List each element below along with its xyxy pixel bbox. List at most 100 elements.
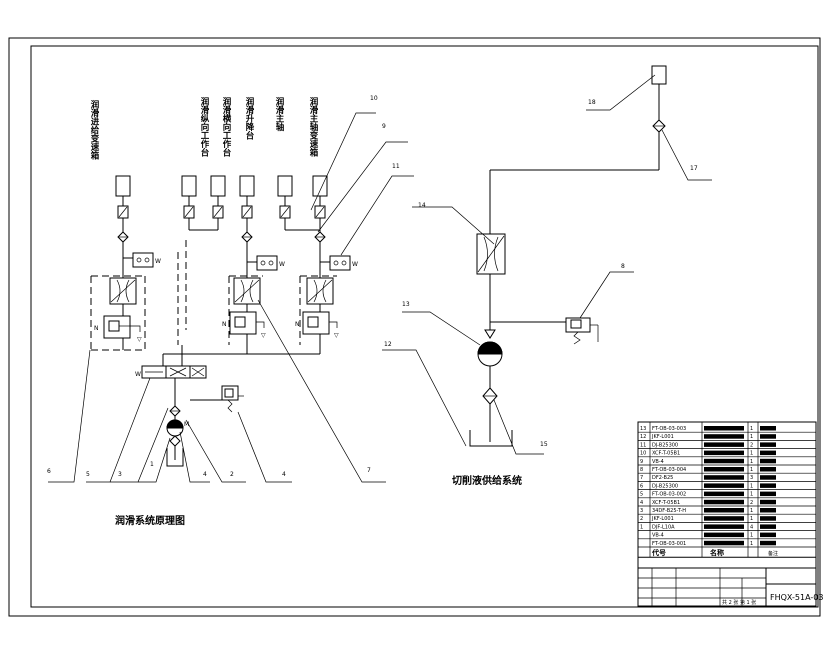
callout-4b: 4 <box>282 471 286 478</box>
lubrication-points <box>115 175 328 232</box>
part-qty: 1 <box>750 434 753 440</box>
coolant-caption: 切削液供给系统 <box>452 474 522 487</box>
callout-7: 7 <box>367 467 371 474</box>
part-material-filled <box>760 532 776 538</box>
pressure-switch-a <box>132 252 154 268</box>
part-qty: 2 <box>750 442 753 448</box>
pressure-switch-b <box>256 255 278 271</box>
part-qty: 1 <box>750 508 753 514</box>
part-code: FT-OB-03-003 <box>652 426 686 432</box>
part-no: 4 <box>640 500 643 506</box>
part-material-filled <box>760 524 776 529</box>
part-code: 34DF-B25-T-H <box>652 508 686 514</box>
part-code: DJ-B25300 <box>652 442 678 448</box>
callout-17: 17 <box>690 165 698 172</box>
part-no: 7 <box>640 475 643 481</box>
part-name-filled <box>704 434 744 439</box>
part-qty: 1 <box>750 533 753 539</box>
part-material-filled <box>760 442 776 447</box>
branch-filters <box>117 231 326 243</box>
part-material-filled <box>760 491 776 497</box>
svg-text:▽: ▽ <box>334 332 339 339</box>
part-material-filled <box>760 540 776 546</box>
part-qty: 1 <box>750 541 753 547</box>
part-code: XCF-T-05B1 <box>652 500 680 506</box>
callout-4a: 4 <box>203 471 207 478</box>
lube-reservoir <box>166 448 184 467</box>
part-name-filled <box>704 499 744 505</box>
label-longitudinal-table: 润滑纵向工作台 <box>199 96 209 157</box>
part-code: FT-OB-03-002 <box>652 492 686 498</box>
callout-1: 1 <box>150 461 154 468</box>
callout-14: 14 <box>418 202 426 209</box>
svg-text:W: W <box>155 258 161 265</box>
check-valves: N ▽ N ▽ N ▽ <box>94 304 339 343</box>
callout-13: 13 <box>402 301 410 308</box>
label-spindle-gearbox: 润滑主轴变速箱 <box>308 96 319 157</box>
svg-text:N: N <box>222 321 227 328</box>
part-no: 13 <box>640 426 646 432</box>
lubrication-caption: 润滑系统原理图 <box>115 514 185 527</box>
svg-text:▽: ▽ <box>261 332 266 339</box>
part-no: 12 <box>640 434 646 440</box>
coolant-tank <box>469 430 513 447</box>
drawing-number: FHQX-51A-03 <box>770 593 823 602</box>
pressure-switches: W W W <box>122 242 358 278</box>
inner-frame <box>30 45 819 608</box>
label-spindle: 润滑主轴 <box>274 96 284 132</box>
part-qty: 1 <box>750 467 753 473</box>
label-feed-gearbox: 润滑进给变速箱 <box>89 99 100 160</box>
throttle-a <box>109 277 137 305</box>
part-material-filled <box>760 475 776 480</box>
callout-8: 8 <box>621 263 625 270</box>
part-qty: 1 <box>750 451 753 457</box>
part-qty: 4 <box>750 524 753 530</box>
part-code: FT-OB-03-001 <box>652 541 686 547</box>
part-name-filled <box>704 532 744 538</box>
part-name-filled <box>704 458 744 464</box>
part-qty: 1 <box>750 516 753 522</box>
svg-text:W: W <box>135 371 141 378</box>
callout-9: 9 <box>382 123 386 130</box>
svg-text:N: N <box>295 321 300 328</box>
lube-point-4 <box>239 175 255 197</box>
svg-text:N: N <box>94 325 99 332</box>
part-material-filled <box>760 483 776 488</box>
part-code: JKF-L001 <box>651 434 674 440</box>
callout-2: 2 <box>230 471 234 478</box>
label-cross-table: 润滑横向工作台 <box>221 96 232 157</box>
coolant-system: 18 17 14 8 13 12 15 <box>382 65 712 455</box>
part-qty: 1 <box>750 459 753 465</box>
part-code: DF2-B25 <box>652 475 673 481</box>
part-name-filled <box>704 491 744 497</box>
part-no: 2 <box>640 516 643 522</box>
svg-text:▽: ▽ <box>137 336 142 343</box>
part-name-filled <box>704 450 744 456</box>
part-no: 10 <box>640 451 646 457</box>
part-qty: 1 <box>750 426 753 432</box>
part-no: 9 <box>640 459 643 465</box>
part-name-filled <box>704 483 744 488</box>
svg-text:W: W <box>279 261 285 268</box>
part-material-filled <box>760 508 776 513</box>
part-qty: 1 <box>750 483 753 489</box>
lube-point-6 <box>312 175 328 197</box>
lube-point-1 <box>115 175 131 197</box>
part-material-filled <box>760 499 776 505</box>
svg-text:M: M <box>184 421 189 428</box>
part-name-filled <box>704 540 744 546</box>
part-material-filled <box>760 458 776 464</box>
header-code: 代号 <box>651 548 666 557</box>
part-no: 6 <box>640 483 643 489</box>
part-code: DJF-L10A <box>652 524 675 530</box>
part-name-filled <box>704 426 744 431</box>
part-material-filled <box>760 467 776 472</box>
callout-18: 18 <box>588 99 596 106</box>
part-name-filled <box>704 442 744 447</box>
label-lifting-table: 润滑升降台 <box>244 96 254 140</box>
callout-5: 5 <box>86 471 90 478</box>
coolant-nozzle <box>651 65 667 85</box>
